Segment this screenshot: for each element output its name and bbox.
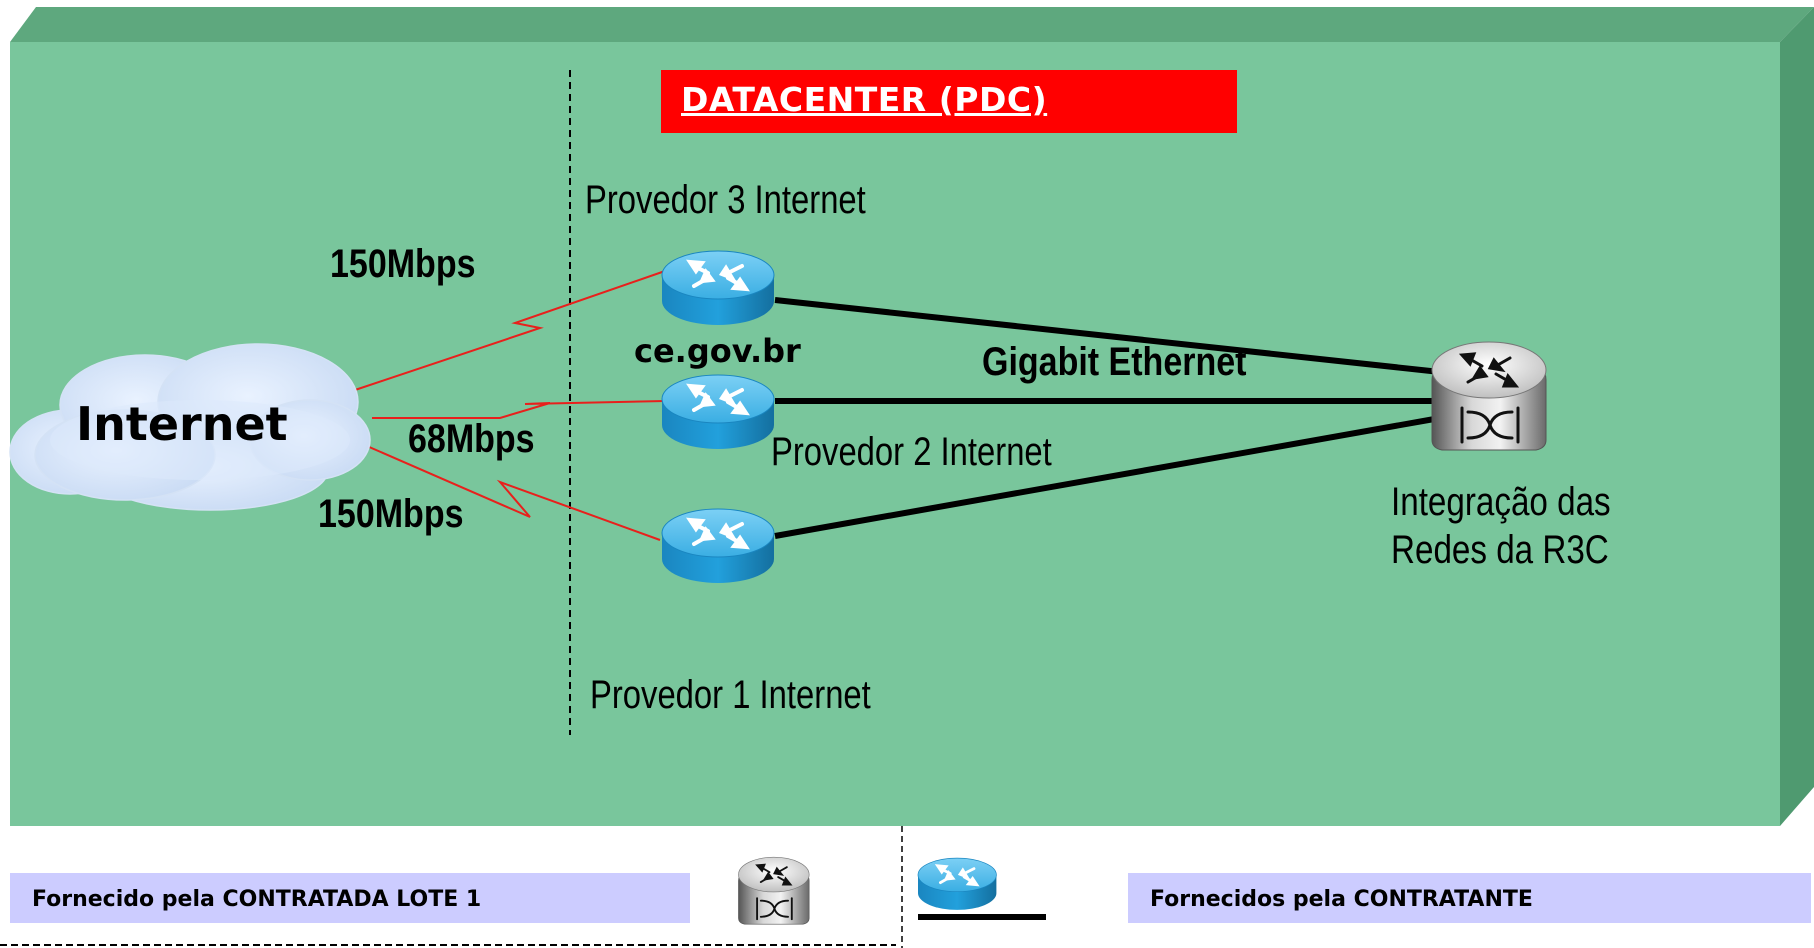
bandwidth-label-top: 150Mbps [330,242,476,286]
provider1-label: Provedor 1 Internet [590,673,871,717]
provider3-label: Provedor 3 Internet [585,178,866,222]
provider2-label: Provedor 2 Internet [771,430,1052,474]
legend-contratante-label: Fornecidos pela CONTRATANTE [1150,887,1533,912]
core-label-line1: Integração das [1391,480,1611,524]
bandwidth-label-bottom: 150Mbps [318,492,464,536]
domain-label: ce.gov.br [634,332,801,370]
router1-icon[interactable] [661,508,775,583]
router3-icon[interactable] [661,250,775,325]
legend-contratada-label: Fornecido pela CONTRATADA LOTE 1 [32,887,482,912]
legend-core-switch-icon [738,856,810,925]
zone-side-face [1780,7,1814,826]
datacenter-title: DATACENTER (PDC) [681,80,1048,119]
legend-contratante-box: Fornecidos pela CONTRATANTE [1128,873,1811,923]
internet-cloud-icon [9,343,371,511]
router2-icon[interactable] [661,374,775,449]
bandwidth-label-middle: 68Mbps [408,417,535,461]
serial-links [354,270,666,541]
legend-router-icon [917,857,997,910]
serial-link-bottom [359,442,661,541]
serial-link-middle [372,400,666,419]
core-label-line2: Redes da R3C [1391,528,1609,572]
link-router1-core [774,415,1441,539]
legend-contratada-box: Fornecido pela CONTRATADA LOTE 1 [10,873,690,923]
serial-link-top [354,270,666,391]
zone-top-face [10,7,1814,42]
link-router3-core [774,297,1441,375]
internet-label: Internet [76,397,288,451]
core-switch-icon[interactable] [1431,341,1547,451]
datacenter-title-banner: DATACENTER (PDC) [661,70,1237,133]
ethernet-links [774,297,1441,539]
gigabit-ethernet-label: Gigabit Ethernet [982,340,1247,384]
